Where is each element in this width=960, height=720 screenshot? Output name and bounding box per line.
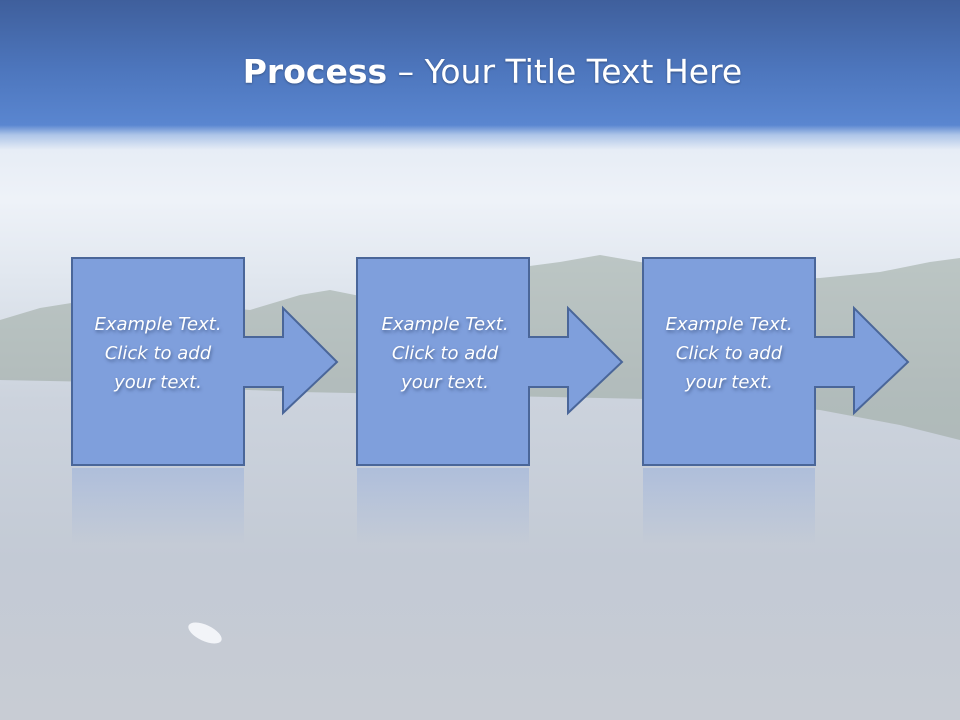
title-bold: Process — [242, 52, 388, 91]
title-rest: – Your Title Text Here — [387, 52, 743, 91]
step-1-arrow-callout[interactable] — [71, 257, 339, 466]
boat — [188, 622, 222, 644]
step-3-text[interactable]: Example Text. Click to add your text. — [643, 310, 815, 397]
step-3-arrow-callout[interactable] — [642, 257, 910, 466]
step-1-line-2: Click to add — [104, 343, 212, 364]
step-3-line-3: your text. — [685, 372, 773, 393]
title-bar — [0, 0, 960, 150]
step-1-line-1: Example Text. — [94, 314, 222, 335]
step-3-line-2: Click to add — [675, 343, 783, 364]
step-2-reflection — [357, 468, 529, 545]
step-3-reflection — [643, 468, 815, 545]
step-2-line-2: Click to add — [391, 343, 499, 364]
step-2-line-3: your text. — [401, 372, 489, 393]
step-2-arrow-callout[interactable] — [356, 257, 624, 466]
step-1-text[interactable]: Example Text. Click to add your text. — [72, 310, 244, 397]
step-1-reflection — [72, 468, 244, 545]
slide-title[interactable]: Process – Your Title Text Here — [0, 52, 960, 91]
step-1-line-3: your text. — [114, 372, 202, 393]
step-3-line-1: Example Text. — [665, 314, 793, 335]
step-2-line-1: Example Text. — [381, 314, 509, 335]
step-2-text[interactable]: Example Text. Click to add your text. — [359, 310, 531, 397]
